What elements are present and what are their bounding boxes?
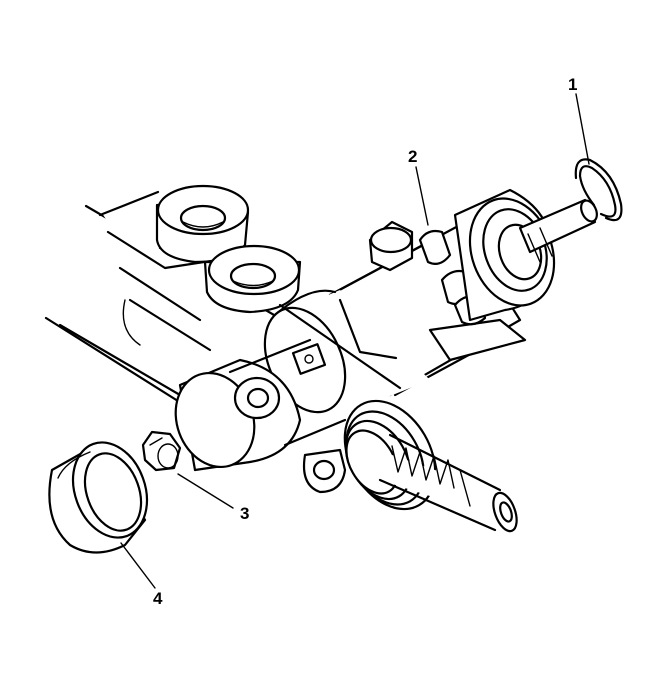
- callout-2: 2: [408, 147, 417, 166]
- adjuster-plug-cap: [48, 441, 149, 554]
- input-shaft-housing: [453, 188, 598, 322]
- callout-3: 3: [240, 504, 249, 523]
- leader-line-2: [415, 166, 429, 226]
- adjuster-housing: [174, 338, 347, 472]
- mounting-ear: [302, 448, 347, 494]
- mounting-bushing-lower: [203, 244, 302, 314]
- leader-line-4: [120, 542, 156, 589]
- leader-lines: [120, 93, 590, 589]
- rack-shaft: [372, 433, 518, 533]
- leader-line-3: [177, 473, 234, 509]
- mounting-bushing-upper: [155, 184, 250, 264]
- callout-4: 4: [153, 589, 163, 608]
- callout-1: 1: [568, 75, 577, 94]
- leader-line-1: [575, 93, 590, 165]
- adjuster-lock-nut: [141, 430, 182, 472]
- callout-labels: 1 2 3 4: [153, 75, 577, 608]
- snap-ring: [574, 158, 623, 222]
